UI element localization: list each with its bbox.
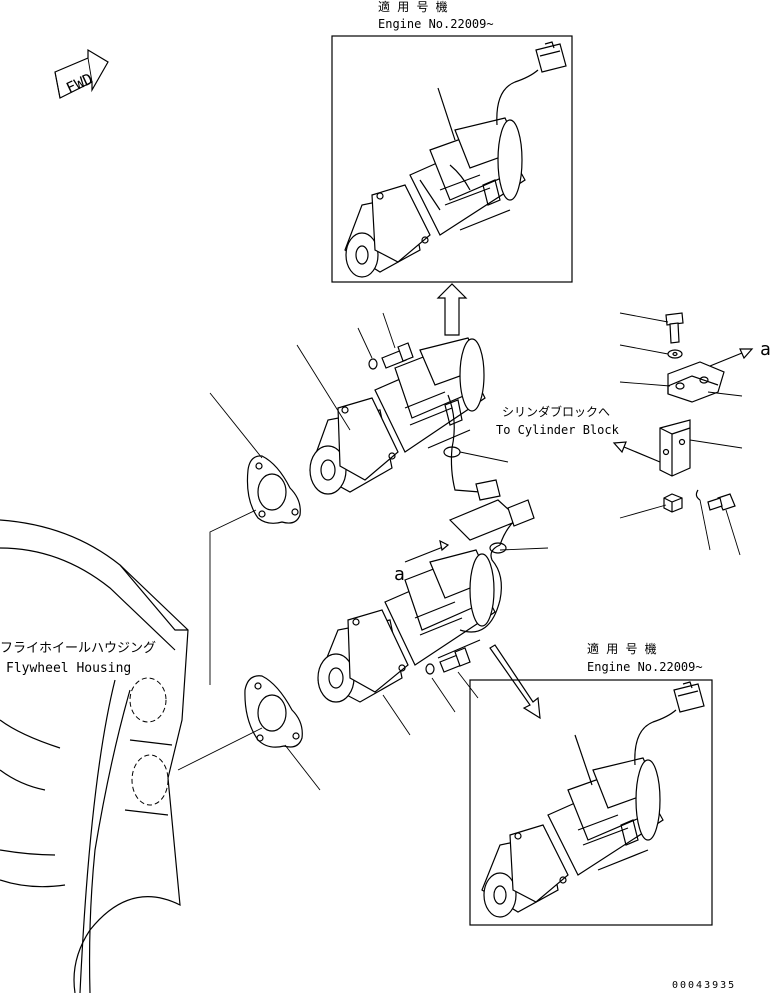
leader-line — [431, 677, 456, 713]
cylinder-block-jp: シリンダブロックへ — [502, 404, 610, 419]
bottom-applicable-jp: 適 用 号 機 — [587, 641, 657, 656]
fwd-arrow-icon: FWD — [54, 48, 109, 99]
gasket-upper — [246, 455, 301, 524]
leader-line — [725, 509, 741, 556]
top-applicable-en: Engine No.22009~ — [378, 17, 494, 31]
cylinder-block-en: To Cylinder Block — [496, 423, 620, 437]
leader-line — [619, 504, 667, 519]
leader-line — [209, 509, 257, 685]
leader-line — [209, 392, 263, 459]
starter-motor-top-inset — [344, 41, 567, 278]
leader-line — [382, 694, 411, 736]
bracket-assembly — [659, 312, 736, 513]
ref-arrow-a — [709, 352, 743, 367]
leader-line — [457, 671, 479, 699]
leader-line — [707, 391, 743, 397]
leader-line — [699, 499, 711, 551]
ref-arrow-a — [404, 544, 449, 563]
ref-a-right: a — [760, 339, 771, 360]
starter-motor-lower — [317, 499, 535, 703]
flywheel-housing-en: Flywheel Housing — [6, 661, 131, 676]
leader-line — [619, 381, 671, 387]
up-arrow-icon — [436, 283, 468, 336]
leader-line — [459, 451, 509, 463]
starter-motor-upper — [309, 337, 501, 501]
leader-line — [177, 727, 263, 771]
flywheel-housing-jp: フライホイールハウジング — [0, 641, 156, 656]
leader-line — [619, 344, 669, 355]
starter-motor-bottom-inset — [481, 681, 705, 918]
top-applicable-jp: 適 用 号 機 — [378, 0, 448, 14]
bottom-inset-box: 適 用 号 機 Engine No.22009~ — [469, 641, 713, 926]
connector-plate — [448, 499, 522, 541]
gasket-lower — [244, 675, 303, 748]
ref-a-lower: a — [394, 564, 405, 585]
leader-line — [357, 327, 373, 359]
drawing-number: 00043935 — [672, 980, 736, 991]
leader-line — [689, 439, 743, 449]
leader-line — [296, 344, 351, 431]
down-arrow-icon — [489, 644, 541, 720]
cylinder-block-arrow — [623, 446, 661, 463]
leader-line — [382, 312, 396, 349]
leader-line — [284, 744, 321, 791]
leader-line — [499, 547, 549, 551]
leader-line — [619, 312, 669, 323]
bottom-applicable-en: Engine No.22009~ — [587, 660, 703, 674]
flywheel-housing — [0, 519, 189, 994]
top-inset-box: 適 用 号 機 Engine No.22009~ — [331, 0, 573, 283]
